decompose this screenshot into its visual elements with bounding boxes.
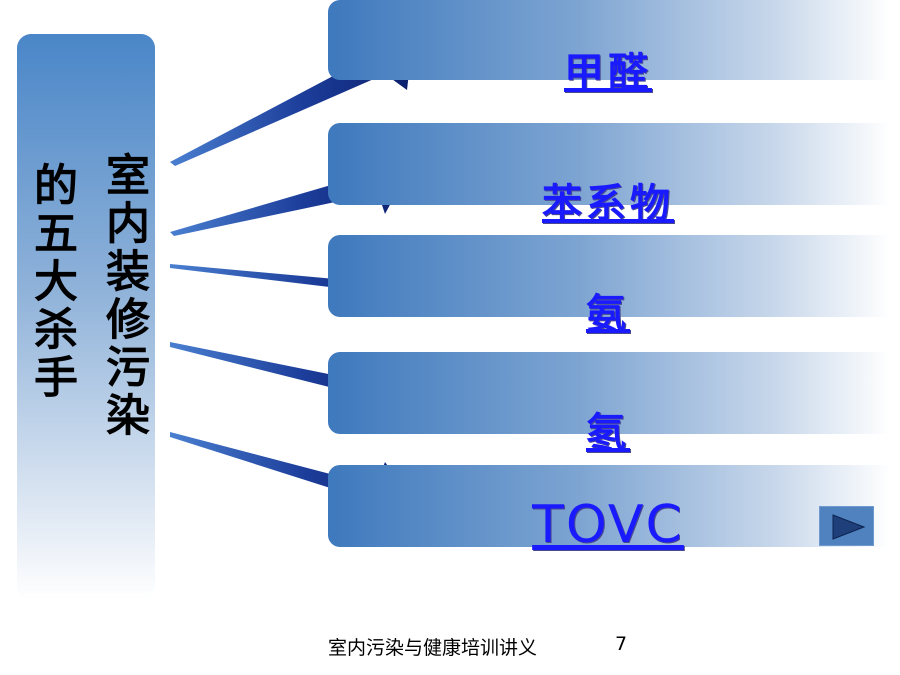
category-label: 氡 xyxy=(586,409,630,456)
page-number: 7 xyxy=(615,633,628,655)
title-column-right: 室内装修污染 xyxy=(98,152,149,440)
next-slide-button[interactable] xyxy=(819,506,874,546)
play-triangle-icon xyxy=(832,514,866,540)
category-label: 甲醛 xyxy=(564,49,652,96)
category-link-radon[interactable]: 氡 xyxy=(328,352,890,456)
title-panel: 室内装修污染 的五大杀手 xyxy=(17,34,155,600)
title-column-left: 的五大杀手 xyxy=(26,162,77,402)
category-link-formaldehyde[interactable]: 甲醛 xyxy=(328,0,890,96)
category-link-benzene[interactable]: 苯系物 xyxy=(328,123,890,227)
category-label: 苯系物 xyxy=(542,180,674,227)
category-label: 氨 xyxy=(586,290,630,337)
footer-text: 室内污染与健康培训讲义 xyxy=(328,637,538,659)
category-link-tovc[interactable]: TOVC xyxy=(328,465,890,555)
category-link-ammonia[interactable]: 氨 xyxy=(328,235,890,337)
category-label: TOVC xyxy=(532,495,684,555)
